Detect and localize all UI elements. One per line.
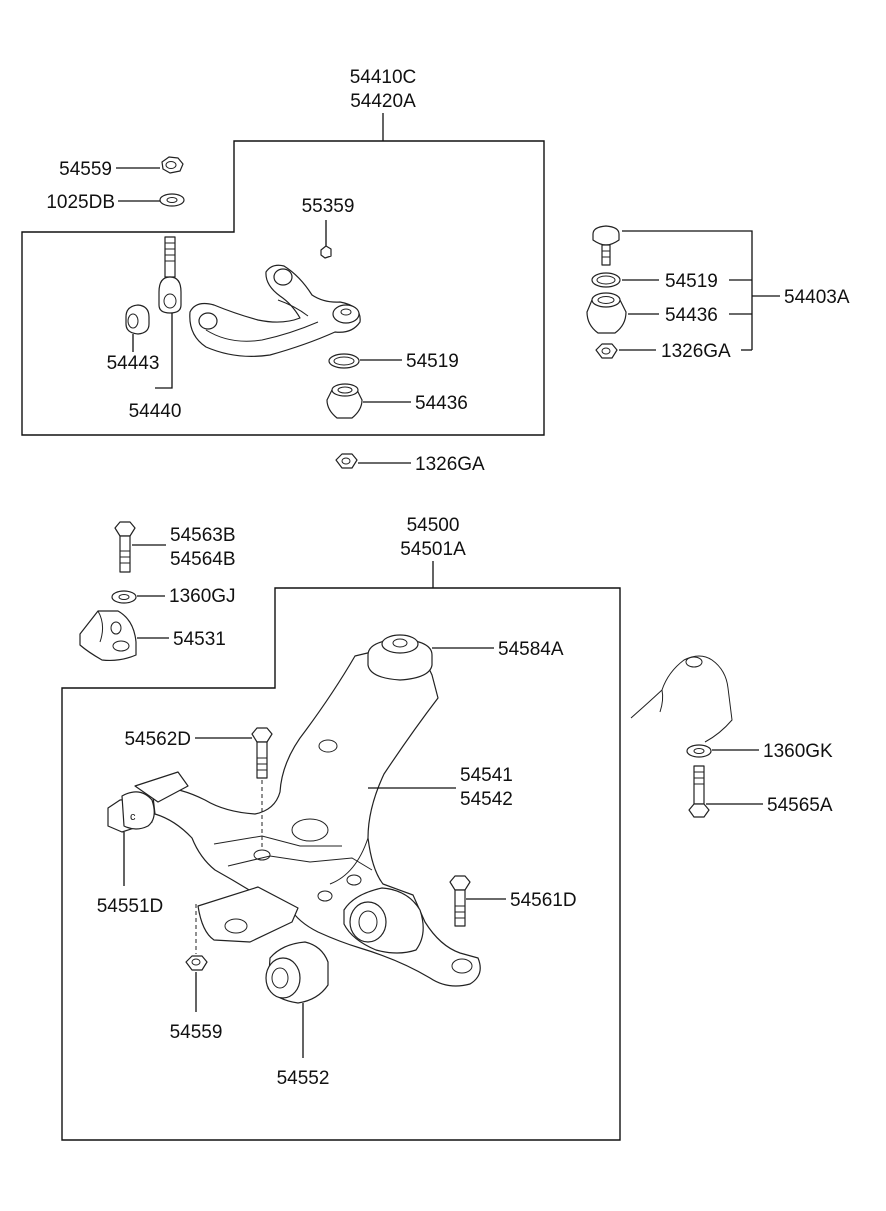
label-lower-nut: 54559 [170, 1022, 223, 1043]
upper-control-arm-part [189, 264, 361, 357]
upper-stud-part [158, 236, 182, 314]
label-bracket-bolt-line-2: 54564B [170, 549, 236, 570]
upper-arm-assembly: 54410C 54420A 54559 1025DB 55359 [21, 67, 545, 475]
label-upper-ball-joint: 54436 [415, 393, 468, 414]
upper-bushing-part [125, 304, 150, 335]
lower-loose-hardware: 54563B 54564B 1360GJ 54531 [79, 521, 236, 662]
label-upper-ring: 54519 [406, 351, 459, 372]
label-front-bushing: 54551D [97, 896, 164, 917]
rear-bushing-part [265, 941, 329, 1004]
label-bushing-group: 54440 [129, 401, 182, 422]
label-side-bolt: 54565A [767, 795, 833, 816]
label-upper-bushing: 54443 [107, 353, 160, 374]
front-bushing-part: c [107, 771, 189, 833]
right-bolt-part [449, 875, 471, 927]
front-bushing-glyph: c [130, 811, 136, 823]
lower-nut-part [185, 955, 208, 971]
side-bolt-part [688, 765, 710, 818]
side-washer-part [686, 744, 712, 758]
label-bracket-bolt-line-1: 54563B [170, 525, 236, 546]
lower-assembly-title-line-1: 54500 [407, 515, 460, 536]
label-arm-line-2: 54542 [460, 789, 513, 810]
kit-ball-stud-part [592, 225, 620, 266]
left-bolt-part [251, 727, 273, 848]
label-top-bushing: 54584A [498, 639, 564, 660]
leader-bushing-group [155, 313, 173, 389]
label-right-bolt: 54561D [510, 890, 577, 911]
bracket-bolt-part [114, 521, 136, 573]
upper-assembly-title-line-1: 54410C [350, 67, 417, 88]
top-bushing-part [367, 634, 433, 681]
label-arm-line-1: 54541 [460, 765, 513, 786]
upper-lower-nut-part [335, 453, 358, 469]
label-left-bolt: 54562D [124, 729, 191, 750]
kit-ball-joint-part [586, 292, 627, 334]
side-detail: 1360GK 54565A [630, 655, 833, 818]
arm-lower-bracket-part [195, 886, 299, 954]
label-small-bolt: 55359 [302, 196, 355, 217]
upper-ring-part [328, 353, 360, 369]
knuckle-outline-part [630, 655, 733, 743]
rear-bushing-housing-part [343, 887, 424, 954]
ball-joint-kit: 54519 54436 1326GA 54403A [586, 225, 850, 362]
upper-assembly-title-line-2: 54420A [350, 91, 416, 112]
lower-control-arm-part [151, 649, 481, 987]
label-kit-joint: 54436 [665, 305, 718, 326]
label-upper-washer: 1025DB [46, 192, 115, 213]
label-kit-nut: 1326GA [661, 341, 731, 362]
small-bolt-part [320, 245, 332, 259]
label-side-washer: 1360GK [763, 741, 833, 762]
lower-arm-assembly: 54500 54501A 54584A [61, 515, 621, 1141]
bracket-part [79, 610, 137, 662]
label-upper-lower-nut: 1326GA [415, 454, 485, 475]
label-bracket: 54531 [173, 629, 226, 650]
label-kit-ring: 54519 [665, 271, 718, 292]
upper-assembly-frame [21, 140, 545, 436]
upper-ball-joint-part [326, 383, 363, 419]
kit-ring-part [591, 272, 621, 288]
label-upper-nut: 54559 [59, 159, 112, 180]
label-rear-bushing: 54552 [277, 1068, 330, 1089]
bracket-washer-part [111, 590, 137, 604]
label-bracket-washer: 1360GJ [169, 586, 236, 607]
kit-nut-part [595, 343, 618, 359]
kit-bracket [622, 230, 753, 350]
label-kit: 54403A [784, 287, 850, 308]
lower-assembly-title-line-2: 54501A [400, 539, 466, 560]
upper-washer-part [159, 193, 185, 207]
upper-nut-part [161, 156, 184, 174]
lower-assembly-frame [61, 587, 621, 1141]
